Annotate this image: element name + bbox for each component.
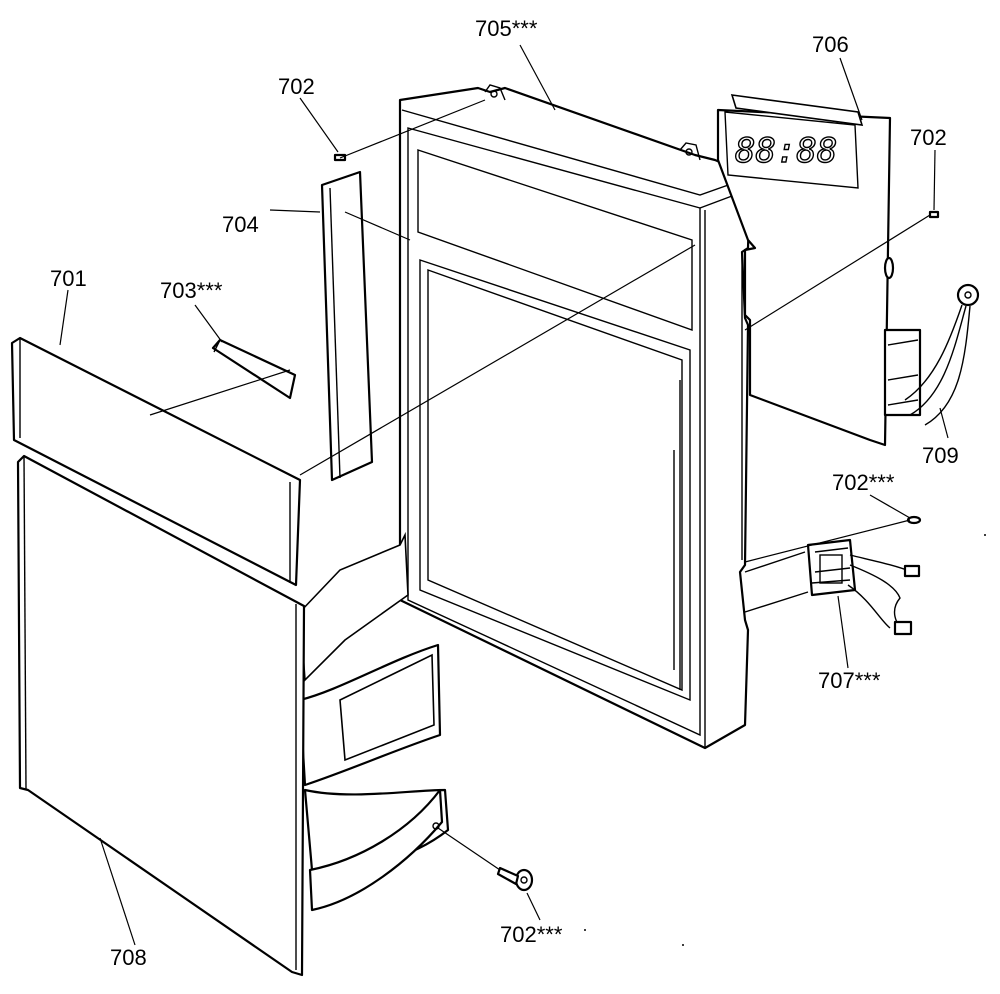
main-frame-705 (398, 84, 752, 750)
display-board-706: 88:88 (716, 94, 922, 447)
label-705: 705*** (475, 16, 538, 41)
screw-702-bottom (496, 866, 534, 892)
svg-text:88:88: 88:88 (735, 131, 837, 171)
label-709: 709 (922, 443, 959, 468)
label-702-bottom: 702*** (500, 922, 563, 947)
label-701: 701 (50, 266, 87, 291)
door-panel-708 (16, 454, 450, 977)
label-704: 704 (222, 212, 259, 237)
label-708: 708 (110, 945, 147, 970)
label-703: 703*** (160, 278, 223, 303)
label-702-top: 702 (278, 74, 315, 99)
side-strip-704 (320, 170, 374, 482)
callout-labels: 705*** 706 702 702 704 701 703*** 709 70… (50, 16, 959, 970)
transformer-707 (744, 538, 921, 636)
leader-lines (59, 44, 949, 946)
label-707: 707*** (818, 668, 881, 693)
label-702-mid: 702*** (832, 470, 895, 495)
ground-wire-709 (904, 283, 980, 426)
label-702-right: 702 (910, 125, 947, 150)
label-706: 706 (812, 32, 849, 57)
top-panel-701 (10, 336, 302, 587)
window-insert-703 (211, 338, 297, 400)
screw-702-right (928, 210, 940, 219)
